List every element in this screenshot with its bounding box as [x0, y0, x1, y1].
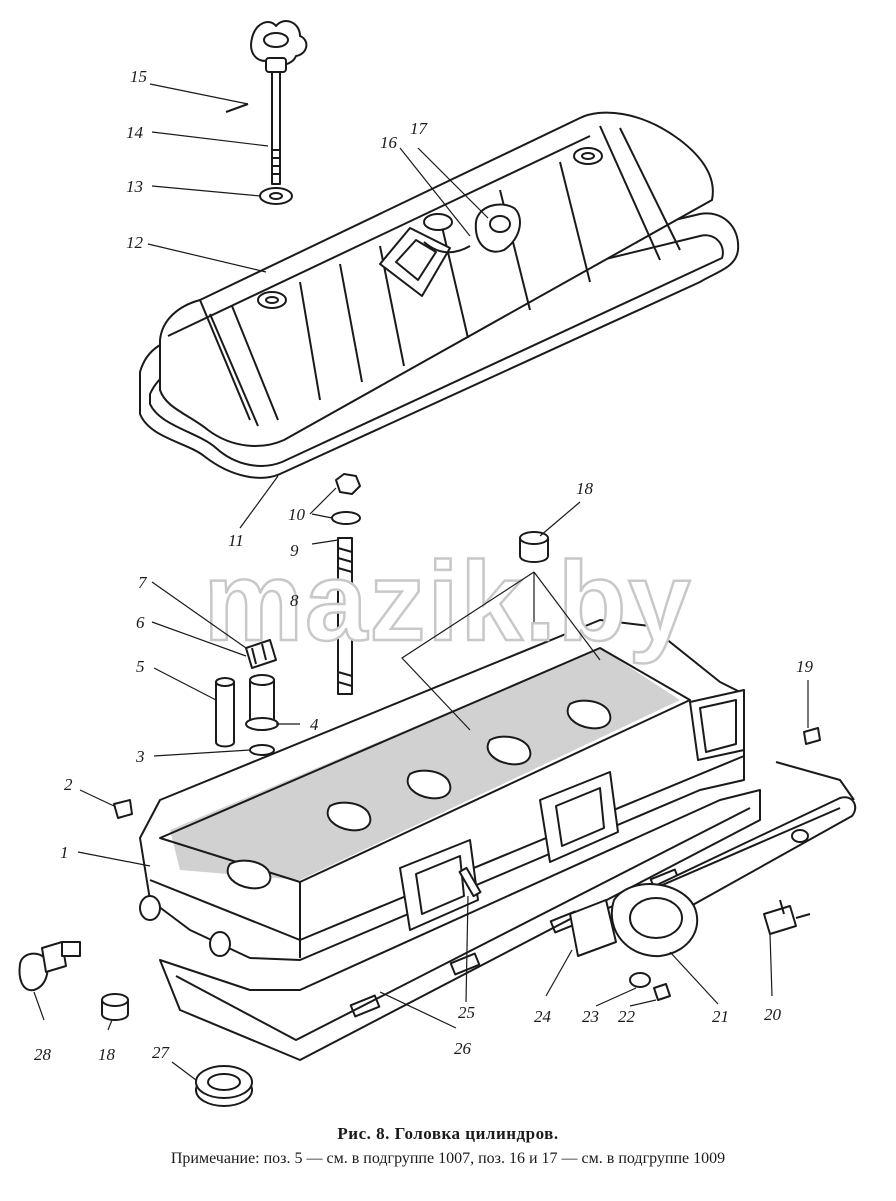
water-manifold — [458, 727, 857, 1001]
label-13: 13 — [126, 177, 143, 196]
label-4: 4 — [310, 715, 319, 734]
label-5: 5 — [136, 657, 145, 676]
bushing-top — [519, 531, 549, 563]
label-3: 3 — [135, 747, 145, 766]
label-17: 17 — [410, 119, 429, 138]
label-27: 27 — [152, 1043, 171, 1062]
label-8: 8 — [290, 591, 299, 610]
caption-note: Примечание: поз. 5 — см. в подгруппе 100… — [170, 1150, 726, 1167]
watermark: mazik.by — [203, 539, 692, 664]
label-25: 25 — [458, 1003, 475, 1022]
bolt-28 — [18, 941, 81, 992]
label-1: 1 — [60, 843, 69, 862]
cylinder-head-body — [139, 619, 745, 961]
label-18-top: 18 — [576, 479, 594, 498]
stud-nut-washer — [331, 473, 361, 695]
label-6: 6 — [136, 613, 145, 632]
caption-title: Рис. 8. Головка цилиндров. — [337, 1124, 559, 1143]
seal-ring-27 — [195, 1065, 253, 1107]
head-gasket — [159, 789, 761, 1061]
label-20: 20 — [764, 1005, 782, 1024]
label-10: 10 — [288, 505, 306, 524]
figure-caption: Рис. 8. Головка цилиндров. Примечание: п… — [0, 1124, 896, 1168]
label-7: 7 — [138, 573, 148, 592]
label-15: 15 — [130, 67, 147, 86]
exhaust-ports — [399, 689, 745, 931]
label-12: 12 — [126, 233, 144, 252]
label-19: 19 — [796, 657, 814, 676]
label-9: 9 — [290, 541, 299, 560]
label-26: 26 — [454, 1039, 472, 1058]
plug-2 — [113, 799, 133, 819]
valve-cover — [139, 111, 740, 479]
label-28: 28 — [34, 1045, 52, 1064]
filler-cap-assembly — [225, 20, 308, 205]
label-24: 24 — [534, 1007, 552, 1026]
valve-guide-parts — [215, 639, 279, 756]
bushing-18-bottom — [101, 993, 129, 1021]
label-23: 23 — [582, 1007, 599, 1026]
reference-labels: 1 2 3 4 5 6 7 8 9 10 11 12 13 14 15 16 1… — [34, 67, 814, 1064]
label-11: 11 — [228, 531, 244, 550]
label-16: 16 — [380, 133, 398, 152]
label-18-bottom: 18 — [98, 1045, 116, 1064]
label-14: 14 — [126, 123, 144, 142]
valve-rockers — [226, 699, 612, 890]
cylinder-head-exploded-diagram: mazik.by 1 2 3 4 — [18, 20, 857, 1107]
label-2: 2 — [64, 775, 73, 794]
label-22: 22 — [618, 1007, 636, 1026]
label-21: 21 — [712, 1007, 729, 1026]
leader-lines — [33, 83, 809, 1081]
